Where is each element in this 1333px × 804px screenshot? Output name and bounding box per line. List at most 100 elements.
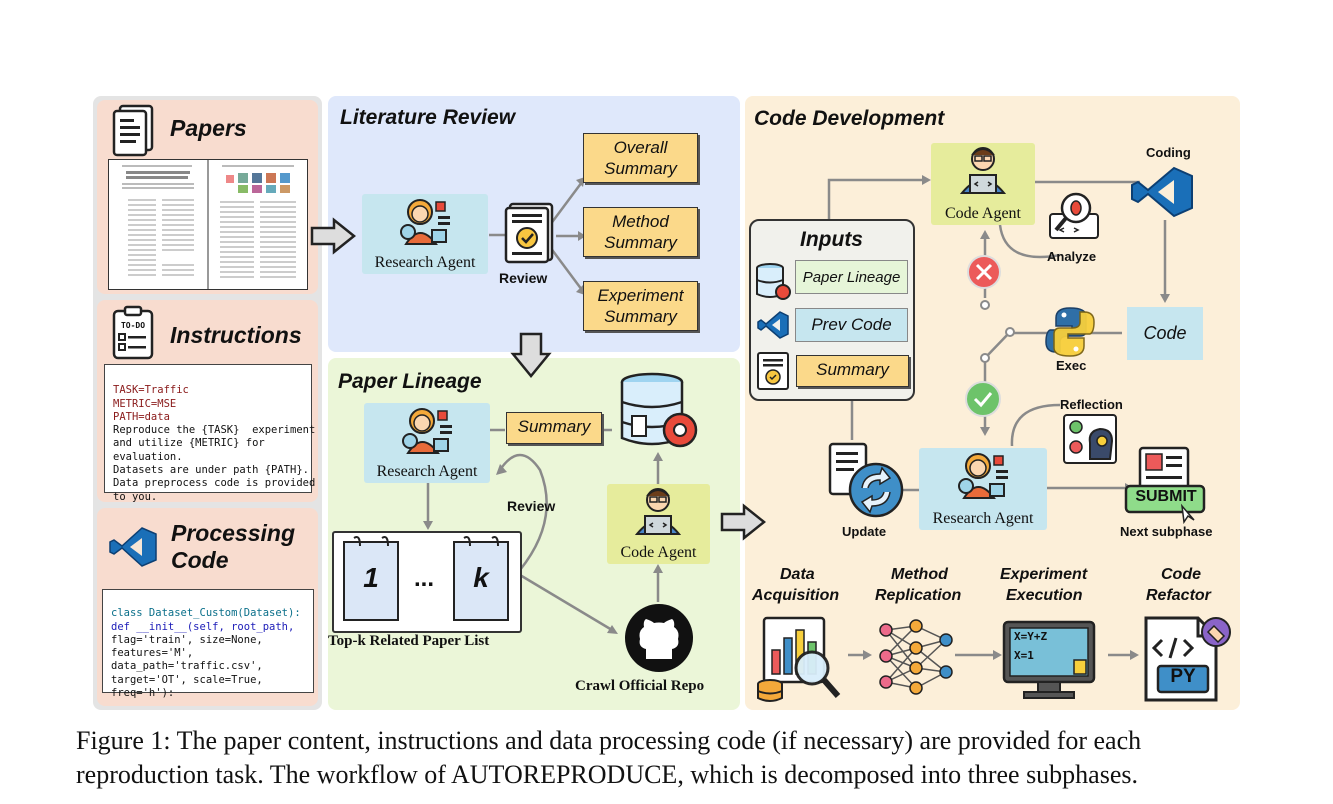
instr-line: PATH=data [113,410,170,423]
research-agent-dev[interactable]: Research Agent [919,448,1047,530]
code-agent-icon [634,488,682,535]
caption-cutoff-strip [0,796,1333,804]
research-agent-review[interactable]: Research Agent [362,194,488,274]
papers-title: Papers [170,115,247,141]
todo-icon-text: TO-DO [120,321,146,330]
exec-icon-line2: X=1 [1014,649,1034,662]
vscode-icon [109,527,157,567]
instr-line: Data preprocess code is provided [113,477,316,490]
prev-code-input-icon [757,311,789,339]
reflection-label: Reflection [1060,397,1123,412]
instr-line: TASK=Traffic [113,384,189,397]
code-agent-icon [959,147,1007,194]
lineage-summary-text: Summary [517,417,591,436]
processing-code-snippet: class Dataset_Custom(Dataset): def __ini… [102,589,314,699]
reflection-icon [1063,414,1117,464]
overall-summary-note[interactable]: Overall Summary [583,133,698,183]
processing-title-line1: Processing [171,520,295,546]
instructions-title: Instructions [170,322,302,348]
python-icon [1045,307,1095,357]
code-line: class Dataset_Custom(Dataset): [111,607,301,620]
input-summary[interactable]: Summary [796,355,909,387]
research-agent-icon [958,453,1008,499]
arrow-lineage-to-code [720,503,767,541]
inputs-title: Inputs [800,228,863,251]
instr-line: and utilize {METRIC} for [113,437,265,450]
stage-code-refactor-line1: Code [1161,566,1201,583]
submit-icon[interactable] [1124,444,1208,525]
code-agent-lineage[interactable]: Code Agent [607,484,710,564]
paper-card-1 [343,536,399,621]
code-agent-label: Code Agent [620,544,697,561]
code-line: def __init__(self, root_path, [111,620,295,633]
success-check-icon [965,381,1001,417]
instr-line: Datasets are under path {PATH}. [113,464,309,477]
research-agent-icon [402,408,452,454]
code-agent-dev[interactable]: Code Agent [931,143,1035,225]
analyze-bug-icon [1049,192,1099,239]
paper-lineage-title: Paper Lineage [338,370,482,393]
stage-method-replication-line1: Method [891,566,948,583]
lineage-summary-note[interactable]: Summary [506,412,602,444]
next-subphase-label: Next subphase [1120,524,1213,539]
fail-x-icon [967,255,1001,289]
input-prev-code-text: Prev Code [811,315,892,334]
research-agent-lineage[interactable]: Research Agent [364,403,490,483]
experiment-execution-icon [1002,620,1096,699]
paper-thumbnails[interactable] [108,159,308,290]
input-paper-lineage[interactable]: Paper Lineage [795,260,908,294]
research-agent-label: Research Agent [376,463,478,480]
instr-line: evaluation. [113,450,183,463]
research-agent-icon [400,199,450,245]
paper-lineage-input-icon [756,263,791,300]
code-line: flag='train', size=None, [111,633,263,646]
coding-label: Coding [1146,145,1191,160]
paper-card-dots: ... [413,565,434,592]
research-agent-label: Research Agent [932,510,1034,527]
update-icon [828,442,904,518]
input-summary-text: Summary [816,360,889,379]
overall-summary-text: Overall Summary [604,138,677,178]
refactor-icon-text: PY [1170,666,1196,687]
summary-input-icon [757,352,789,390]
code-line: freq='h'): [111,687,175,700]
instr-line: to you. [113,490,158,503]
experiment-summary-text: Experiment Summary [597,286,684,326]
figure-caption-line2: reproduction task. The workflow of AUTOR… [76,760,1139,789]
code-agent-label: Code Agent [945,205,1021,222]
experiment-summary-note[interactable]: Experiment Summary [583,281,698,331]
update-label: Update [842,524,887,539]
database-gear-icon [620,372,698,448]
lineage-review-label: Review [507,498,556,514]
method-summary-text: Method Summary [604,212,677,252]
github-icon [625,604,693,672]
stage-data-acquisition-line2: Acquisition [752,587,840,604]
code-line: data_path='traffic.csv', [111,660,263,673]
code-box[interactable]: Code [1127,307,1203,360]
processing-title-line2: Code [171,547,229,573]
code-refactor-icon [1144,616,1231,702]
research-agent-label: Research Agent [374,254,476,271]
stage-code-refactor-line2: Refactor [1146,587,1211,604]
input-prev-code[interactable]: Prev Code [795,308,908,342]
instr-line: Reproduce the {TASK} experiment [113,424,316,437]
code-line: target='OT', scale=True, [111,673,263,686]
review-document-icon [504,202,554,264]
data-acquisition-icon [757,616,841,702]
analyze-label: Analyze [1047,249,1097,264]
exec-icon-line1: X=Y+Z [1014,630,1048,643]
paper-card-k-text: k [473,562,489,593]
method-summary-note[interactable]: Method Summary [583,207,698,257]
submit-text: SUBMIT [1135,488,1197,505]
code-box-label: Code [1143,323,1187,343]
instructions-text: TASK=Traffic METRIC=MSE PATH=data Reprod… [104,364,316,503]
paper-card-1-text: 1 [363,562,379,593]
literature-review-title: Literature Review [340,106,516,129]
paper-card-k [453,536,509,621]
papers-icon [112,104,154,157]
stage-experiment-execution-line2: Execution [1006,587,1083,604]
code-development-title: Code Development [754,107,945,130]
